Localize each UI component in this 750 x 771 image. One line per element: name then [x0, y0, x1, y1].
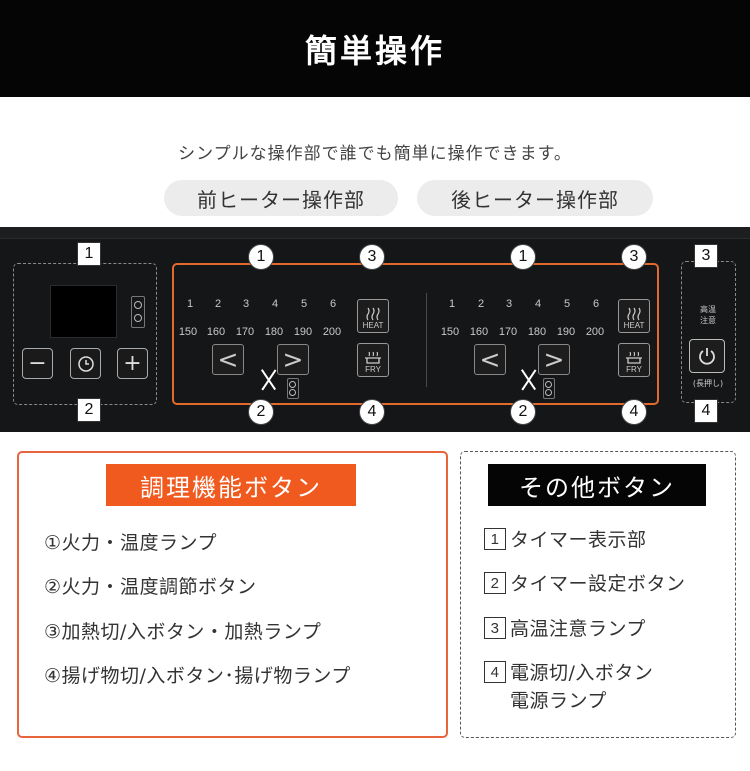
- rear-temp-up-button[interactable]: >: [538, 344, 570, 375]
- timer-display: [50, 285, 117, 338]
- panel-top-strip: [0, 227, 750, 239]
- front-level-1: 1: [186, 298, 194, 310]
- front-heat-button[interactable]: HEAT: [357, 299, 389, 333]
- front-temp-indicator: [287, 378, 299, 399]
- callout-circle-3-rear: 3: [621, 244, 647, 270]
- front-fry-button[interactable]: FRY: [357, 343, 389, 377]
- front-level-6: 6: [329, 298, 337, 310]
- heater-divider: [426, 293, 427, 387]
- callout-circle-1-rear: 1: [510, 244, 536, 270]
- rear-level-5: 5: [563, 298, 571, 310]
- rear-level-3: 3: [505, 298, 513, 310]
- rear-level-1: 1: [448, 298, 456, 310]
- other-item-2-number: 2: [484, 572, 506, 594]
- rear-temp-190: 190: [556, 326, 576, 338]
- other-item-3: 3 高温注意ランプ: [484, 615, 646, 643]
- callout-square-1: 1: [77, 242, 101, 266]
- callout-circle-4-front: 4: [359, 399, 385, 425]
- other-item-4-text-block: 電源切/入ボタン 電源ランプ: [510, 659, 653, 715]
- rear-temp-160: 160: [469, 326, 489, 338]
- cooking-controls-frame: 1 2 3 4 5 6 150 160 170 180 190 200 < > …: [172, 263, 659, 405]
- rear-heater-label: 後ヒーター操作部: [417, 180, 653, 216]
- front-temp-190: 190: [293, 326, 313, 338]
- callout-circle-2-rear: 2: [510, 399, 536, 425]
- front-temp-180: 180: [264, 326, 284, 338]
- header-bar: 簡単操作: [0, 0, 750, 97]
- other-item-3-number: 3: [484, 617, 506, 639]
- rear-level-2: 2: [477, 298, 485, 310]
- other-buttons-title: その他ボタン: [488, 464, 706, 506]
- cooking-functions-title: 調理機能ボタン: [106, 464, 356, 506]
- rear-heat-button[interactable]: HEAT: [618, 299, 650, 333]
- timer-set-button[interactable]: [70, 348, 101, 379]
- rear-fry-button[interactable]: FRY: [618, 343, 650, 377]
- caution-line-2: 注意: [700, 316, 716, 325]
- heat-label: HEAT: [623, 321, 645, 330]
- rear-level-6: 6: [592, 298, 600, 310]
- fry-label: FRY: [365, 365, 381, 374]
- front-level-2: 2: [214, 298, 222, 310]
- rear-temp-180: 180: [527, 326, 547, 338]
- subtitle: シンプルな操作部で誰でも簡単に操作できます。: [178, 144, 572, 164]
- front-temp-160: 160: [206, 326, 226, 338]
- other-item-4: 4 電源切/入ボタン 電源ランプ: [484, 659, 653, 715]
- other-item-4-text2: 電源ランプ: [510, 690, 607, 712]
- heat-icon: [366, 307, 380, 321]
- fry-pot-icon: [365, 351, 381, 364]
- cooking-item-1: ①火力・温度ランプ: [44, 532, 217, 554]
- timer-indicator-lamps: [131, 296, 145, 328]
- front-temp-down-button[interactable]: <: [212, 344, 244, 375]
- front-temp-150: 150: [178, 326, 198, 338]
- callout-square-3: 3: [694, 244, 718, 268]
- fry-label: FRY: [626, 365, 642, 374]
- timer-plus-button[interactable]: +: [117, 348, 148, 379]
- other-item-4-text: 電源切/入ボタン: [510, 662, 654, 684]
- rear-temp-indicator: [543, 378, 555, 399]
- front-temp-170: 170: [235, 326, 255, 338]
- other-item-3-text: 高温注意ランプ: [510, 618, 646, 640]
- fry-pot-icon: [626, 351, 642, 364]
- power-icon: [699, 348, 715, 365]
- other-buttons-box: [460, 451, 736, 738]
- rear-temp-150: 150: [440, 326, 460, 338]
- long-press-note: (長押し): [692, 379, 724, 388]
- high-temp-caution-lamp: 高温 注意: [682, 304, 734, 326]
- front-level-5: 5: [300, 298, 308, 310]
- timer-group: − +: [13, 263, 157, 405]
- other-item-2: 2 タイマー設定ボタン: [484, 570, 686, 598]
- caution-line-1: 高温: [700, 305, 716, 314]
- heat-label: HEAT: [362, 321, 384, 330]
- callout-circle-3-front: 3: [359, 244, 385, 270]
- rear-temp-down-button[interactable]: <: [474, 344, 506, 375]
- rear-temp-170: 170: [498, 326, 518, 338]
- callout-circle-2-front: 2: [248, 399, 274, 425]
- heat-icon: [627, 307, 641, 321]
- cooking-item-3: ③加熱切/入ボタン・加熱ランプ: [44, 621, 322, 643]
- other-item-1-number: 1: [484, 528, 506, 550]
- rear-temp-200: 200: [585, 326, 605, 338]
- power-group: 高温 注意 (長押し): [681, 261, 736, 403]
- other-item-1: 1 タイマー表示部: [484, 526, 647, 554]
- cooking-item-4: ④揚げ物切/入ボタン･揚げ物ランプ: [44, 665, 351, 687]
- front-temp-up-button[interactable]: >: [277, 344, 309, 375]
- page-title: 簡単操作: [304, 31, 445, 70]
- callout-circle-1-front: 1: [248, 244, 274, 270]
- callout-circle-4-rear: 4: [621, 399, 647, 425]
- other-item-1-text: タイマー表示部: [510, 529, 647, 551]
- clock-icon: [77, 355, 94, 372]
- front-heater-label: 前ヒーター操作部: [164, 180, 398, 216]
- callout-square-2: 2: [77, 398, 101, 422]
- front-level-4: 4: [271, 298, 279, 310]
- front-level-3: 3: [242, 298, 250, 310]
- cooking-functions-box: [17, 451, 448, 738]
- power-button[interactable]: [689, 339, 725, 373]
- callout-square-4: 4: [694, 399, 718, 423]
- timer-minus-button[interactable]: −: [22, 348, 53, 379]
- other-item-4-number: 4: [484, 661, 506, 683]
- front-temp-200: 200: [322, 326, 342, 338]
- cooking-item-2: ②火力・温度調節ボタン: [44, 576, 257, 598]
- rear-level-4: 4: [534, 298, 542, 310]
- other-item-2-text: タイマー設定ボタン: [510, 573, 686, 595]
